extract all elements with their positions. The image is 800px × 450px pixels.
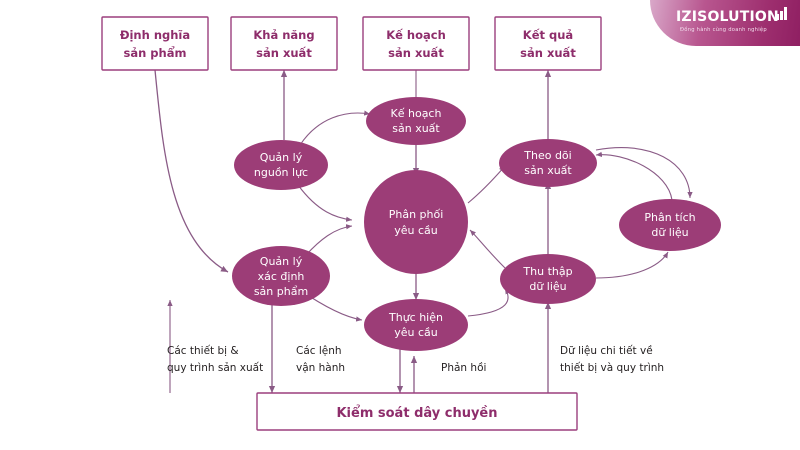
annotation-line1: Các lệnh — [296, 345, 342, 357]
annotation-cac-lenh-van-hanh: Các lệnh vận hành — [296, 345, 345, 374]
node-thu-thap-du-lieu[interactable]: Thu thập dữ liệu — [500, 254, 596, 304]
annotation-line1: Phản hồi — [441, 362, 486, 374]
annotation-line2: thiết bị và quy trình — [560, 362, 664, 374]
annotation-line2: vận hành — [296, 362, 345, 374]
top-box-ke-hoach-san-xuat[interactable]: Kế hoạch sản xuất — [362, 16, 470, 71]
top-box-label-line2: sản phẩm — [124, 45, 187, 60]
edge-dinhnghia-to-quanlyxacdinh — [154, 69, 229, 273]
annotation-line1: Các thiết bị & — [167, 345, 239, 357]
top-box-label-line1: Kế hoạch — [386, 28, 446, 42]
edge-nguonluc-to-phanphoi — [297, 184, 353, 222]
annotation-line1: Dữ liệu chi tiết về — [560, 345, 653, 357]
node-quan-ly-nguon-luc[interactable]: Quản lý nguồn lực — [234, 140, 328, 190]
node-theo-doi-san-xuat[interactable]: Theo dõi sản xuất — [499, 139, 597, 187]
izisolution-logo[interactable]: IZISOLUTION Đồng hành cùng doanh nghiệp — [650, 0, 800, 46]
node-label-line2: dữ liệu — [529, 280, 566, 293]
logo-tagline: Đồng hành cùng doanh nghiệp — [680, 27, 767, 33]
node-thuc-hien-yeu-cau[interactable]: Thực hiện yêu cầu — [364, 299, 468, 351]
node-label-line2: nguồn lực — [254, 166, 308, 179]
node-label-line2: sản xuất — [392, 122, 440, 135]
top-box-ket-qua-san-xuat[interactable]: Kết quả sản xuất — [494, 16, 602, 71]
connector-layer — [154, 69, 693, 393]
node-label-line1: Quản lý — [260, 255, 303, 268]
node-label-line1: Phân tích — [644, 211, 695, 224]
top-box-label-line1: Khả năng — [253, 28, 314, 42]
top-box-label-line1: Kết quả — [523, 28, 573, 42]
top-box-label-line2: sản xuất — [388, 46, 444, 60]
node-label-line2: xác định — [258, 270, 305, 283]
control-box-label: Kiểm soát dây chuyền — [336, 405, 497, 421]
annotation-line2: quy trình sản xuất — [167, 362, 263, 374]
bar-chart-mark-icon — [776, 7, 790, 20]
control-box-kiem-soat-day-chuyen[interactable]: Kiểm soát dây chuyền — [256, 392, 578, 431]
node-label-line2: yêu cầu — [394, 224, 438, 237]
top-box-kha-nang-san-xuat[interactable]: Khả năng sản xuất — [230, 16, 338, 71]
node-phan-tich-du-lieu[interactable]: Phân tích dữ liệu — [619, 199, 721, 251]
node-label-line1: Quản lý — [260, 151, 303, 164]
node-ke-hoach-san-xuat[interactable]: Kế hoạch sản xuất — [366, 97, 466, 145]
node-label-line1: Theo dõi — [523, 149, 571, 162]
annotation-phan-hoi: Phản hồi — [441, 362, 486, 374]
edge-nguonluc-to-kehoach — [299, 110, 371, 146]
annotation-thiet-bi-quy-trinh: Các thiết bị & quy trình sản xuất — [167, 345, 263, 374]
top-box-dinh-nghia-san-pham[interactable]: Định nghĩa sản phẩm — [101, 16, 209, 71]
logo-wordmark: IZISOLUTION — [676, 9, 779, 25]
top-box-label-line2: sản xuất — [520, 46, 576, 60]
node-label-line1: Kế hoạch — [391, 107, 442, 120]
node-label-line1: Thu thập — [522, 265, 572, 278]
edge-thuchien-to-thuthap — [467, 287, 511, 317]
node-label-line2: dữ liệu — [651, 226, 688, 239]
node-quan-ly-xac-dinh-san-pham[interactable]: Quản lý xác định sản phẩm — [232, 246, 330, 306]
annotation-du-lieu-chi-tiet: Dữ liệu chi tiết về thiết bị và quy trìn… — [560, 345, 664, 374]
edge-phanphoi-to-theodoi — [467, 165, 506, 204]
node-label-line2: yêu cầu — [394, 326, 438, 339]
top-box-label-line1: Định nghĩa — [120, 28, 190, 42]
node-label-line1: Thực hiện — [388, 311, 443, 324]
node-phan-phoi-yeu-cau[interactable]: Phân phối yêu cầu — [364, 170, 468, 274]
top-box-label-line2: sản xuất — [256, 46, 312, 60]
node-label-line1: Phân phối — [389, 208, 444, 221]
edge-thuthap-to-phantich — [595, 251, 669, 279]
edge-thuthap-to-phanphoi — [469, 229, 506, 269]
node-label-line3: sản phẩm — [254, 285, 308, 298]
node-label-line2: sản xuất — [524, 164, 572, 177]
edge-theodoi-to-phantich — [595, 147, 693, 199]
edge-phantich-to-theodoi — [595, 151, 673, 201]
